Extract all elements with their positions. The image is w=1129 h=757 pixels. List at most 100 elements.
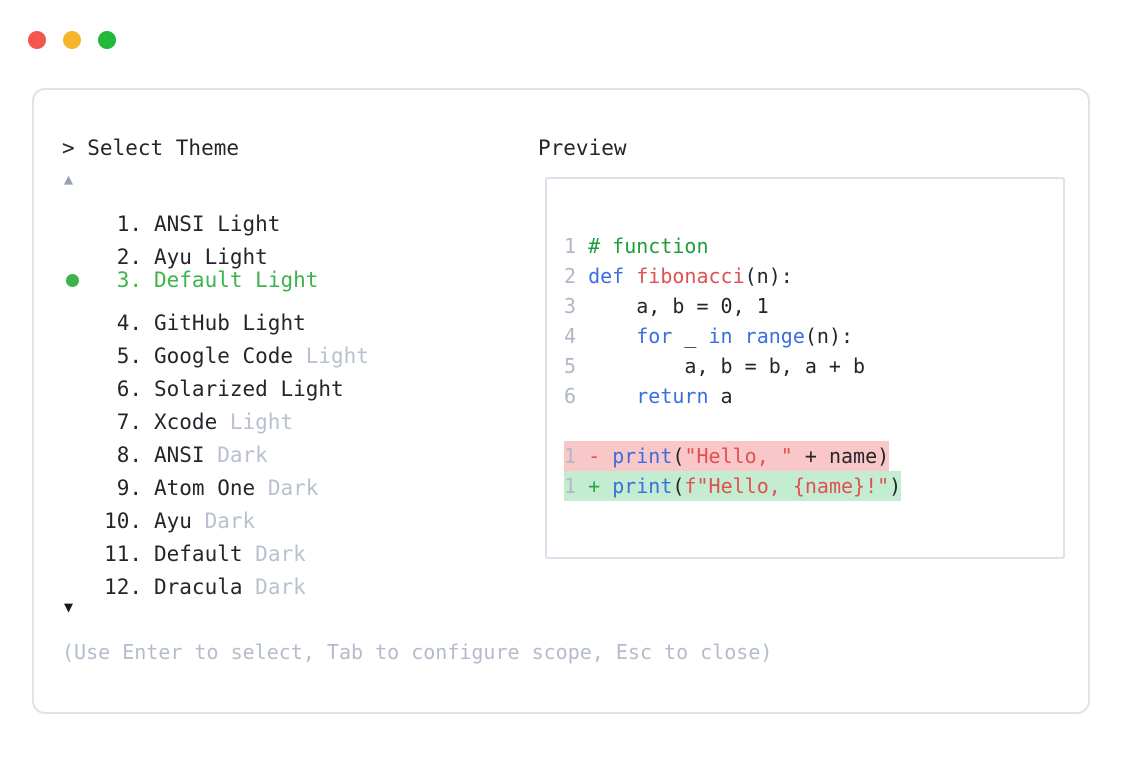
theme-item-index: 2. <box>104 245 142 269</box>
spacer <box>142 373 154 406</box>
theme-item-index: 12. <box>104 575 142 599</box>
theme-list-item[interactable]: 10. Ayu Dark <box>62 495 532 533</box>
theme-list-item[interactable]: 8. ANSI Dark <box>62 429 532 467</box>
scroll-up-arrow[interactable]: ▲ <box>64 170 74 188</box>
theme-list-item[interactable]: 12. Dracula Dark <box>62 561 532 599</box>
code-token-builtin: print <box>612 444 673 468</box>
code-line: 5 a, b = b, a + b <box>564 351 1063 381</box>
theme-item-variant: Light <box>204 245 268 269</box>
selection-bullet-cell <box>62 528 88 561</box>
theme-list-item[interactable]: 4. GitHub Light <box>62 297 532 335</box>
diff-line-added: 1 + print(f"Hello, {name}!") <box>564 471 902 501</box>
close-dot[interactable] <box>28 31 46 49</box>
spacer <box>243 571 256 604</box>
theme-item-index: 1. <box>104 212 142 236</box>
diff-line-number: 1 <box>564 444 577 468</box>
diff-line-wrapper: 1 - print("Hello, " + name) <box>564 441 1063 471</box>
selection-bullet-cell <box>62 462 88 495</box>
code-line-number: 5 <box>564 354 577 378</box>
theme-item-name: Dracula <box>154 575 243 599</box>
spacer <box>205 439 218 472</box>
spacer <box>142 208 154 241</box>
code-token-plain: ) <box>889 474 902 498</box>
theme-item-variant: Light <box>280 377 344 401</box>
diff-marker-plus: + <box>588 474 601 498</box>
theme-item-index: 10. <box>104 509 142 533</box>
theme-list-item[interactable]: 1. ANSI Light <box>62 198 532 236</box>
theme-item-index: 8. <box>104 443 142 467</box>
spacer <box>142 264 154 297</box>
code-token-plain: a, b = 0, 1 <box>588 294 769 318</box>
code-line-number: 4 <box>564 324 577 348</box>
spacer <box>230 307 243 340</box>
theme-list-item[interactable]: 2. Ayu Light <box>62 231 532 269</box>
theme-item-variant: Dark <box>255 542 306 566</box>
theme-list-item[interactable]: 3. Default Light <box>62 264 532 297</box>
code-token-str: "Hello, " <box>684 444 793 468</box>
theme-list-item[interactable]: 9. Atom One Dark <box>62 462 532 500</box>
spacer <box>576 324 588 348</box>
preview-label: Preview <box>538 136 627 160</box>
code-line: 2 def fibonacci(n): <box>564 261 1063 291</box>
selection-bullet-cell <box>62 231 88 264</box>
theme-item-variant: Light <box>242 311 306 335</box>
theme-item-name: Default <box>154 542 243 566</box>
spacer <box>243 538 256 571</box>
spacer <box>600 474 612 498</box>
maximize-dot[interactable] <box>98 31 116 49</box>
window-traffic-lights <box>28 31 116 49</box>
theme-item-variant: Light <box>305 344 369 368</box>
code-line-number: 2 <box>564 264 577 288</box>
spacer <box>293 340 306 373</box>
theme-item-variant: Dark <box>217 443 268 467</box>
theme-item-variant: Dark <box>204 509 256 533</box>
code-token-plain: a, b = b, a + b <box>588 354 866 378</box>
scroll-down-arrow[interactable]: ▼ <box>64 598 74 616</box>
theme-item-index: 7. <box>104 410 142 434</box>
theme-item-name: Ayu <box>154 245 192 269</box>
selection-bullet-cell <box>62 561 88 594</box>
theme-item-variant: Light <box>255 268 319 292</box>
theme-selector-card: > Select Theme ▲ 1. ANSI Light 2. Ayu Li… <box>32 88 1090 714</box>
spacer <box>142 538 154 571</box>
code-token-kw: for <box>636 324 673 348</box>
theme-list-panel: > Select Theme ▲ 1. ANSI Light 2. Ayu Li… <box>62 134 532 599</box>
selection-bullet-cell <box>62 363 88 396</box>
code-line: 6 return a <box>564 381 1063 411</box>
prompt-label: > Select Theme <box>62 136 240 160</box>
code-line-number: 1 <box>564 234 577 258</box>
code-line: 3 a, b = 0, 1 <box>564 291 1063 321</box>
spacer <box>576 264 588 288</box>
spacer <box>600 444 612 468</box>
code-token-kw: def <box>588 264 637 288</box>
code-token-plain <box>588 324 636 348</box>
theme-item-name: ANSI <box>154 443 205 467</box>
theme-item-index: 11. <box>104 542 142 566</box>
code-token-plain: (n): <box>744 264 793 288</box>
code-token-str: f"Hello, {name}!" <box>684 474 890 498</box>
theme-list[interactable]: 1. ANSI Light 2. Ayu Light 3. Default Li… <box>62 198 532 599</box>
minimize-dot[interactable] <box>63 31 81 49</box>
theme-item-variant: Light <box>229 410 294 434</box>
theme-list-item[interactable]: 7. Xcode Light <box>62 396 532 434</box>
code-token-plain: (n): <box>804 324 854 348</box>
selection-bullet-cell <box>62 495 88 528</box>
theme-item-index: 3. <box>104 268 142 292</box>
selection-bullet-cell <box>62 330 88 363</box>
code-token-plain: a <box>708 384 733 408</box>
theme-item-name: Default <box>154 268 243 292</box>
theme-item-index: 4. <box>104 311 142 335</box>
theme-item-name: GitHub <box>154 311 230 335</box>
code-token-kw: return <box>636 384 709 408</box>
code-blank-line <box>564 411 1063 441</box>
theme-item-name: Atom One <box>154 476 256 500</box>
theme-item-index: 9. <box>104 476 142 500</box>
code-line-number: 3 <box>564 294 577 318</box>
theme-list-item[interactable]: 6. Solarized Light <box>62 363 532 401</box>
theme-list-item[interactable]: 5. Google Code Light <box>62 330 532 368</box>
theme-item-name: Xcode <box>154 410 218 434</box>
theme-list-item[interactable]: 11. Default Dark <box>62 528 532 566</box>
spacer <box>142 505 154 538</box>
